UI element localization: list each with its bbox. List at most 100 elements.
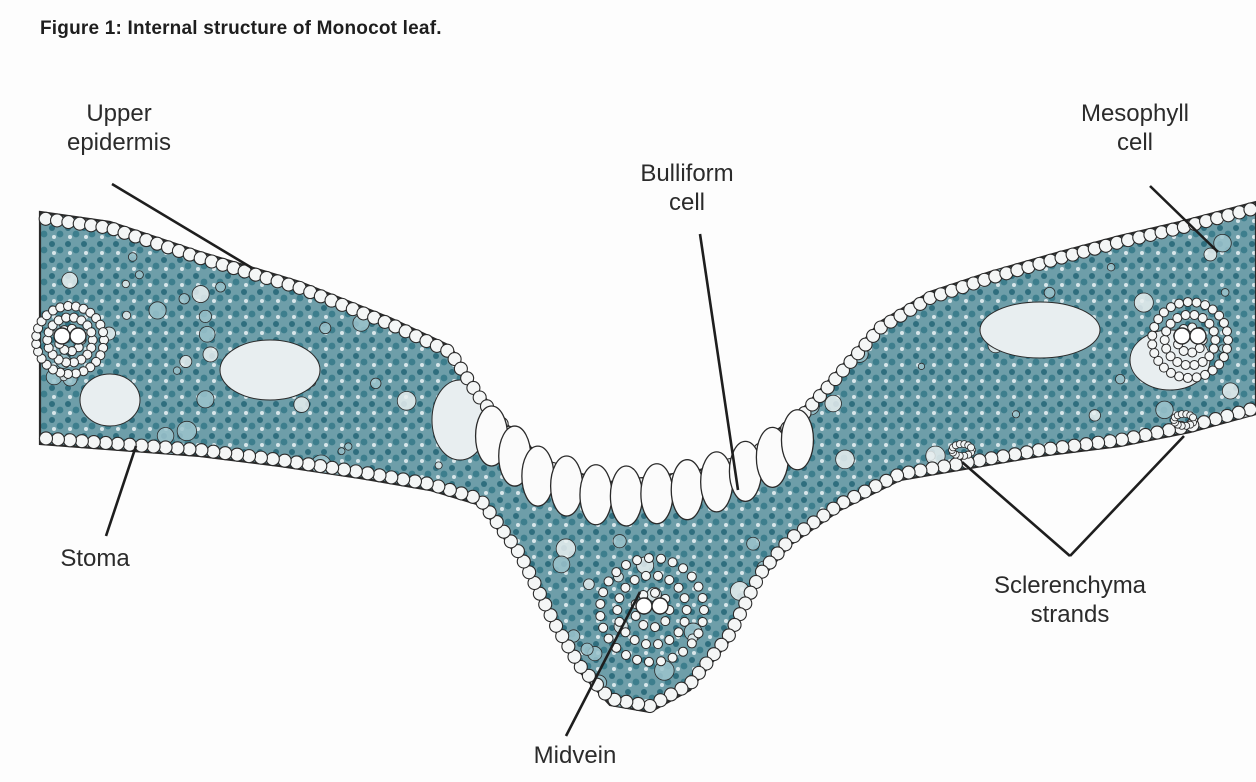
epidermal-cell <box>973 454 986 467</box>
epidermal-cell <box>326 461 339 474</box>
mesophyll-cell <box>1134 293 1153 312</box>
mesophyll-cell <box>372 500 380 508</box>
mesophyll-cell <box>328 689 337 698</box>
mesophyll-cell <box>642 422 660 440</box>
bundle-cell <box>613 606 622 615</box>
mesophyll-cell <box>836 450 855 469</box>
mesophyll-cell <box>757 267 773 283</box>
mesophyll-cell <box>241 706 253 718</box>
mesophyll-cell <box>605 424 616 435</box>
bundle-cell <box>665 575 674 584</box>
mesophyll-cell <box>1205 606 1224 625</box>
bundle-cell <box>1201 370 1210 379</box>
epidermal-cell <box>1244 403 1256 416</box>
mesophyll-cell <box>308 487 323 502</box>
epidermal-cell <box>985 452 998 465</box>
epidermal-cell <box>99 436 112 449</box>
mesophyll-cell <box>338 448 345 455</box>
bundle-cell <box>674 628 683 637</box>
mesophyll-cell <box>553 556 570 573</box>
midvein-label: Midvein <box>500 742 650 771</box>
epidermal-cell <box>1056 441 1069 454</box>
epidermal-cell <box>135 439 148 452</box>
stoma-label: Stoma <box>40 545 150 574</box>
mesophyll-cell <box>365 693 377 705</box>
mesophyll-cell <box>733 292 749 308</box>
mesophyll-cell <box>800 267 819 286</box>
epidermal-cell <box>51 433 64 446</box>
mesophyll-cell <box>1065 654 1082 671</box>
bundle-cell <box>1222 327 1231 336</box>
epidermal-cell <box>620 695 633 708</box>
epidermal-cell <box>1115 433 1128 446</box>
mesophyll-cell <box>1159 639 1175 655</box>
epidermal-cell <box>1092 436 1105 449</box>
stoma-pointer <box>106 446 136 536</box>
mesophyll-cell <box>597 322 614 339</box>
mesophyll-cell <box>568 389 582 403</box>
mesophyll-cell <box>337 589 344 596</box>
mesophyll-cell <box>543 253 557 267</box>
bundle-cell <box>1150 348 1159 357</box>
mesophyll-cell <box>747 537 760 550</box>
mesophyll-cell <box>456 524 463 531</box>
mesophyll-cell <box>835 650 844 659</box>
bundle-cell <box>680 594 689 603</box>
mesophyll-cell <box>1151 513 1168 530</box>
mesophyll-cell <box>819 685 826 692</box>
bundle-cell <box>99 328 108 337</box>
mesophyll-cell <box>929 681 935 687</box>
mesophyll-cell <box>517 334 531 348</box>
epidermal-cell <box>290 456 303 469</box>
mesophyll-cell <box>360 590 378 608</box>
mesophyll-cell <box>177 631 194 648</box>
epidermal-cell <box>1008 448 1021 461</box>
mesophyll-cell <box>584 579 595 590</box>
bulliform-cell <box>701 452 733 512</box>
epidermal-cell <box>254 451 267 464</box>
mesophyll-cell <box>186 570 204 588</box>
bundle-cell <box>621 583 630 592</box>
bundle-cell <box>1188 348 1197 357</box>
mesophyll-cell <box>1012 411 1019 418</box>
mesophyll-cell <box>473 326 482 335</box>
bundle-cell <box>651 623 660 632</box>
mesophyll-cell <box>636 222 646 232</box>
bundle-cell <box>1219 318 1228 327</box>
mesophyll-cell <box>790 248 797 255</box>
mesophyll-cell <box>520 345 526 351</box>
mesophyll-cell <box>446 247 462 263</box>
mesophyll-cell <box>581 643 593 655</box>
bundle-cell <box>1209 327 1218 336</box>
mesophyll-cell <box>414 619 426 631</box>
mesophyll-cell <box>596 275 609 288</box>
bundle-cell <box>665 636 674 645</box>
epidermal-cell <box>1080 438 1093 451</box>
mesophyll-cell <box>810 536 819 545</box>
bundle-cell <box>661 617 670 626</box>
upper-epidermis-label: Upper epidermis <box>44 100 194 158</box>
mesophyll-cell <box>752 409 762 419</box>
bundle-cell <box>630 636 639 645</box>
epidermal-cell <box>938 460 951 473</box>
mesophyll-cell <box>624 325 636 337</box>
mesophyll-cell <box>439 211 446 218</box>
epidermal-cell <box>1032 444 1045 457</box>
mesophyll-cell <box>1221 289 1229 297</box>
bundle-cell <box>1173 314 1182 323</box>
mesophyll-cell <box>199 326 215 342</box>
mesophyll-cell <box>183 603 202 622</box>
bundle-cell <box>604 577 613 586</box>
mesophyll-cell <box>720 286 738 304</box>
epidermal-cell <box>183 443 196 456</box>
epidermal-cell <box>1103 435 1116 448</box>
epidermal-cell <box>1221 409 1234 422</box>
mesophyll-cell <box>556 539 575 558</box>
epidermal-cell <box>432 480 445 493</box>
mesophyll-cell <box>1089 410 1100 421</box>
mesophyll-cell <box>849 197 858 206</box>
epidermal-cell <box>219 447 232 460</box>
mesophyll-cell <box>850 275 864 289</box>
bundle-cell <box>674 583 683 592</box>
mesophyll-cell <box>838 648 847 657</box>
